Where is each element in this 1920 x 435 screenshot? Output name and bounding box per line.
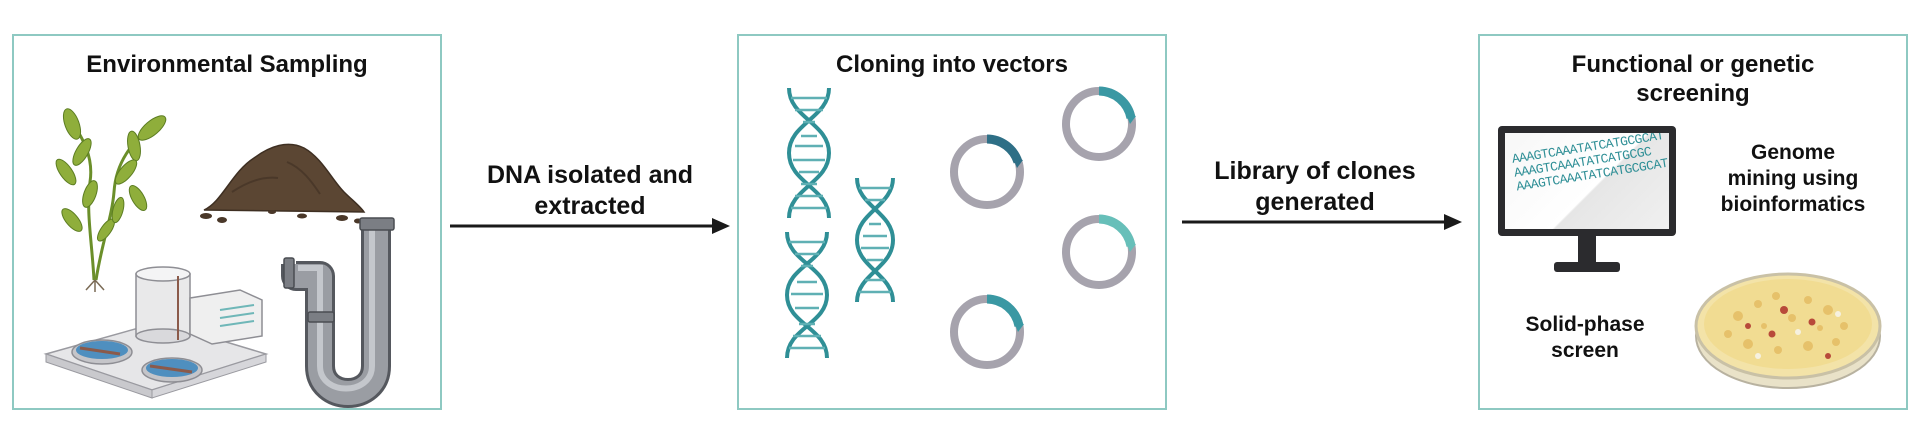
solid-phase-label-line2: screen	[1551, 339, 1619, 362]
panel-title-line1: Functional or genetic	[1571, 51, 1815, 78]
library-arrow	[1182, 214, 1462, 230]
dna-isolation-arrow	[450, 218, 730, 234]
screening-panel: Functional or genetic screening AAAGTCAA…	[1478, 34, 1908, 410]
plasmid-vector-icon	[1062, 86, 1136, 161]
genome-mining-label: Genome mining using bioinformatics	[1688, 140, 1898, 218]
panel-title: Environmental Sampling	[86, 51, 368, 78]
plasmid-vector-icon	[950, 294, 1024, 369]
genome-mining-label-line1: Genome	[1750, 141, 1836, 164]
cloning-panel: Cloning into vectors	[737, 34, 1167, 410]
dna-arrow-label-line2: extracted	[534, 192, 646, 220]
genome-mining-label-line3: bioinformatics	[1720, 193, 1866, 216]
computer-monitor-icon: AAAGTCAAATATCATGCGCAT AAAGTCAAATATCATGCG…	[1498, 126, 1676, 302]
dna-helix-icon	[786, 87, 832, 219]
solid-phase-screen-label: Solid-phase screen	[1500, 312, 1670, 364]
library-arrow-label: Library of clones generated	[1175, 156, 1455, 218]
monitor-display: AAAGTCAAATATCATGCGCAT AAAGTCAAATATCATGCG…	[1505, 133, 1669, 229]
panel-title-line2: screening	[1636, 80, 1750, 107]
solid-phase-label-line1: Solid-phase	[1525, 313, 1645, 336]
panel-title: Cloning into vectors	[835, 51, 1068, 78]
plasmid-vector-icon	[1062, 214, 1136, 289]
plasmid-vector-icon	[950, 134, 1024, 209]
petri-dish-icon	[1694, 272, 1882, 389]
soil-pile-icon	[200, 143, 366, 224]
panel-title: Functional or genetic screening	[1480, 50, 1906, 108]
seaweed-icon	[55, 108, 167, 292]
genome-mining-label-line2: mining using	[1727, 167, 1859, 190]
dna-helix-icon	[854, 177, 896, 303]
dna-arrow-label-line1: DNA isolated and	[486, 161, 694, 189]
environmental-sampling-panel: Environmental Sampling	[12, 34, 442, 410]
dna-arrow-label: DNA isolated and extracted	[445, 160, 735, 222]
library-arrow-label-line2: generated	[1255, 188, 1375, 216]
dna-helix-icon	[784, 231, 830, 359]
water-treatment-plant-icon	[43, 266, 269, 399]
library-arrow-label-line1: Library of clones	[1214, 157, 1416, 185]
pipe-trap-icon	[281, 217, 395, 408]
monitor-screen: AAAGTCAAATATCATGCGCAT AAAGTCAAATATCATGCG…	[1498, 126, 1676, 236]
